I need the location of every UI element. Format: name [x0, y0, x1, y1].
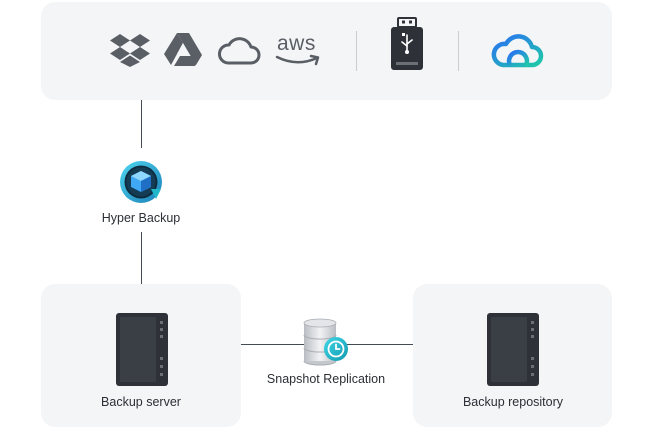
- hyper-backup-icon: [120, 161, 162, 203]
- backup-server-label: Backup server: [101, 395, 181, 409]
- separator: [458, 31, 459, 71]
- dropbox-icon: [110, 34, 150, 67]
- aws-icon: aws: [275, 28, 323, 68]
- aws-wordmark: aws: [277, 32, 316, 55]
- hyper-backup-label: Hyper Backup: [101, 211, 181, 225]
- backup-repository-label: Backup repository: [462, 395, 564, 409]
- synology-c2-icon: [491, 34, 544, 68]
- usb-drive-icon: [391, 17, 423, 70]
- google-drive-icon: [164, 33, 202, 66]
- separator: [356, 31, 357, 71]
- backup-repository-nas-icon: [487, 313, 539, 386]
- snapshot-replication-icon: [303, 318, 348, 366]
- connector-line: [141, 232, 142, 284]
- cloud-icon: [218, 37, 261, 65]
- connector-line: [141, 100, 142, 148]
- backup-server-nas-icon: [116, 313, 168, 386]
- snapshot-replication-label: Snapshot Replication: [266, 372, 386, 386]
